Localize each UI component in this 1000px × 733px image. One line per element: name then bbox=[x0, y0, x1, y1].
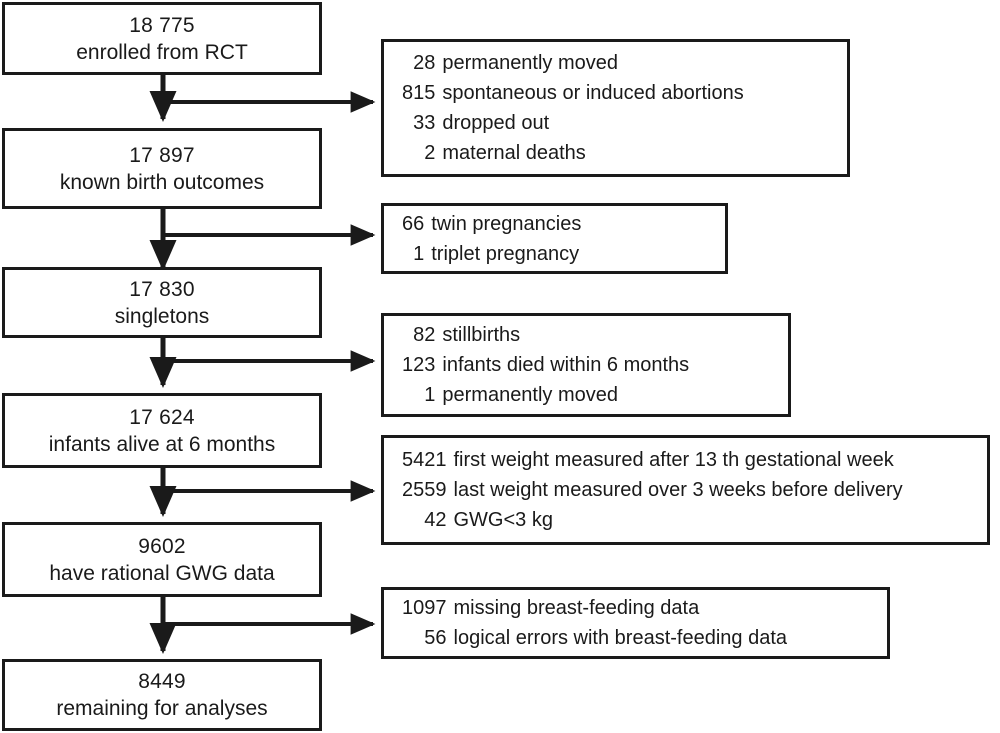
exclusion-row: 42 GWG<3 kg bbox=[402, 505, 903, 535]
main-node-count: 18 775 bbox=[129, 13, 195, 37]
exclusion-count: 1 bbox=[413, 242, 425, 265]
exclusion-reason: triplet pregnancy bbox=[431, 242, 580, 265]
exclusion-reason: twin pregnancies bbox=[431, 212, 582, 235]
main-node-count: 9602 bbox=[138, 534, 186, 558]
exclusion-count: 28 bbox=[413, 52, 436, 74]
exclusion-row: 1 triplet pregnancy bbox=[402, 239, 581, 269]
main-node-count: 17 830 bbox=[129, 277, 195, 301]
exclusion-box-5: 1097 missing breast-feeding data 56 logi… bbox=[381, 587, 890, 659]
exclusion-count: 5421 bbox=[402, 449, 447, 471]
exclusion-row: 2 maternal deaths bbox=[402, 138, 744, 168]
main-node-label: have rational GWG data bbox=[49, 561, 275, 585]
exclusion-row: 1097 missing breast-feeding data bbox=[402, 593, 787, 623]
exclusion-row: 815 spontaneous or induced abortions bbox=[402, 78, 744, 108]
exclusion-reason: infants died within 6 months bbox=[442, 354, 690, 376]
exclusion-box-1: 28 permanently moved 815 spontaneous or … bbox=[381, 39, 850, 177]
exclusion-list: 82 stillbirths 123 infants died within 6… bbox=[402, 320, 689, 410]
exclusion-reason: missing breast-feeding data bbox=[453, 597, 700, 619]
main-node-known-birth-outcomes: 17 897 known birth outcomes bbox=[2, 128, 322, 209]
exclusion-count: 1097 bbox=[402, 597, 447, 619]
main-node-label: enrolled from RCT bbox=[76, 40, 248, 64]
exclusion-list: 66 twin pregnancies 1 triplet pregnancy bbox=[402, 209, 581, 269]
exclusion-row: 56 logical errors with breast-feeding da… bbox=[402, 623, 787, 653]
main-node-label: infants alive at 6 months bbox=[48, 432, 276, 456]
exclusion-reason: dropped out bbox=[442, 112, 550, 134]
main-node-label: known birth outcomes bbox=[59, 170, 265, 194]
exclusion-reason: GWG<3 kg bbox=[453, 509, 553, 531]
main-node-count: 17 897 bbox=[129, 143, 195, 167]
exclusion-list: 28 permanently moved 815 spontaneous or … bbox=[402, 48, 744, 168]
exclusion-box-4: 5421 first weight measured after 13 th g… bbox=[381, 435, 990, 545]
main-node-rational-gwg: 9602 have rational GWG data bbox=[2, 522, 322, 597]
main-node-remaining-analyses: 8449 remaining for analyses bbox=[2, 659, 322, 731]
exclusion-count: 2559 bbox=[402, 479, 447, 501]
exclusion-count: 123 bbox=[402, 354, 436, 376]
main-node-label: singletons bbox=[114, 304, 210, 328]
exclusion-box-2: 66 twin pregnancies 1 triplet pregnancy bbox=[381, 203, 728, 274]
exclusion-count: 42 bbox=[424, 509, 447, 531]
exclusion-count: 56 bbox=[424, 627, 447, 649]
exclusion-count: 815 bbox=[402, 82, 436, 104]
exclusion-row: 28 permanently moved bbox=[402, 48, 744, 78]
exclusion-reason: spontaneous or induced abortions bbox=[442, 82, 744, 104]
exclusion-count: 2 bbox=[424, 142, 436, 164]
exclusion-row: 123 infants died within 6 months bbox=[402, 350, 689, 380]
exclusion-count: 66 bbox=[402, 212, 425, 235]
exclusion-list: 5421 first weight measured after 13 th g… bbox=[402, 445, 903, 535]
exclusion-row: 33 dropped out bbox=[402, 108, 744, 138]
main-node-infants-alive: 17 624 infants alive at 6 months bbox=[2, 393, 322, 468]
exclusion-row: 1 permanently moved bbox=[402, 380, 689, 410]
exclusion-box-3: 82 stillbirths 123 infants died within 6… bbox=[381, 313, 791, 417]
exclusion-count: 82 bbox=[413, 324, 436, 346]
exclusion-row: 82 stillbirths bbox=[402, 320, 689, 350]
exclusion-reason: maternal deaths bbox=[442, 142, 586, 164]
exclusion-count: 1 bbox=[424, 384, 436, 406]
exclusion-reason: permanently moved bbox=[442, 52, 619, 74]
exclusion-reason: stillbirths bbox=[442, 324, 521, 346]
main-node-enrolled: 18 775 enrolled from RCT bbox=[2, 2, 322, 75]
main-node-label: remaining for analyses bbox=[56, 697, 268, 720]
main-node-count: 17 624 bbox=[129, 405, 195, 429]
exclusion-reason: permanently moved bbox=[442, 384, 619, 406]
exclusion-count: 33 bbox=[413, 112, 436, 134]
exclusion-reason: first weight measured after 13 th gestat… bbox=[453, 449, 894, 471]
exclusion-list: 1097 missing breast-feeding data 56 logi… bbox=[402, 593, 787, 653]
exclusion-row: 66 twin pregnancies bbox=[402, 209, 581, 239]
exclusion-reason: last weight measured over 3 weeks before… bbox=[453, 479, 903, 501]
exclusion-row: 5421 first weight measured after 13 th g… bbox=[402, 445, 903, 475]
exclusion-row: 2559 last weight measured over 3 weeks b… bbox=[402, 475, 903, 505]
main-node-count: 8449 bbox=[138, 670, 186, 693]
main-node-singletons: 17 830 singletons bbox=[2, 267, 322, 338]
exclusion-reason: logical errors with breast-feeding data bbox=[453, 627, 788, 649]
